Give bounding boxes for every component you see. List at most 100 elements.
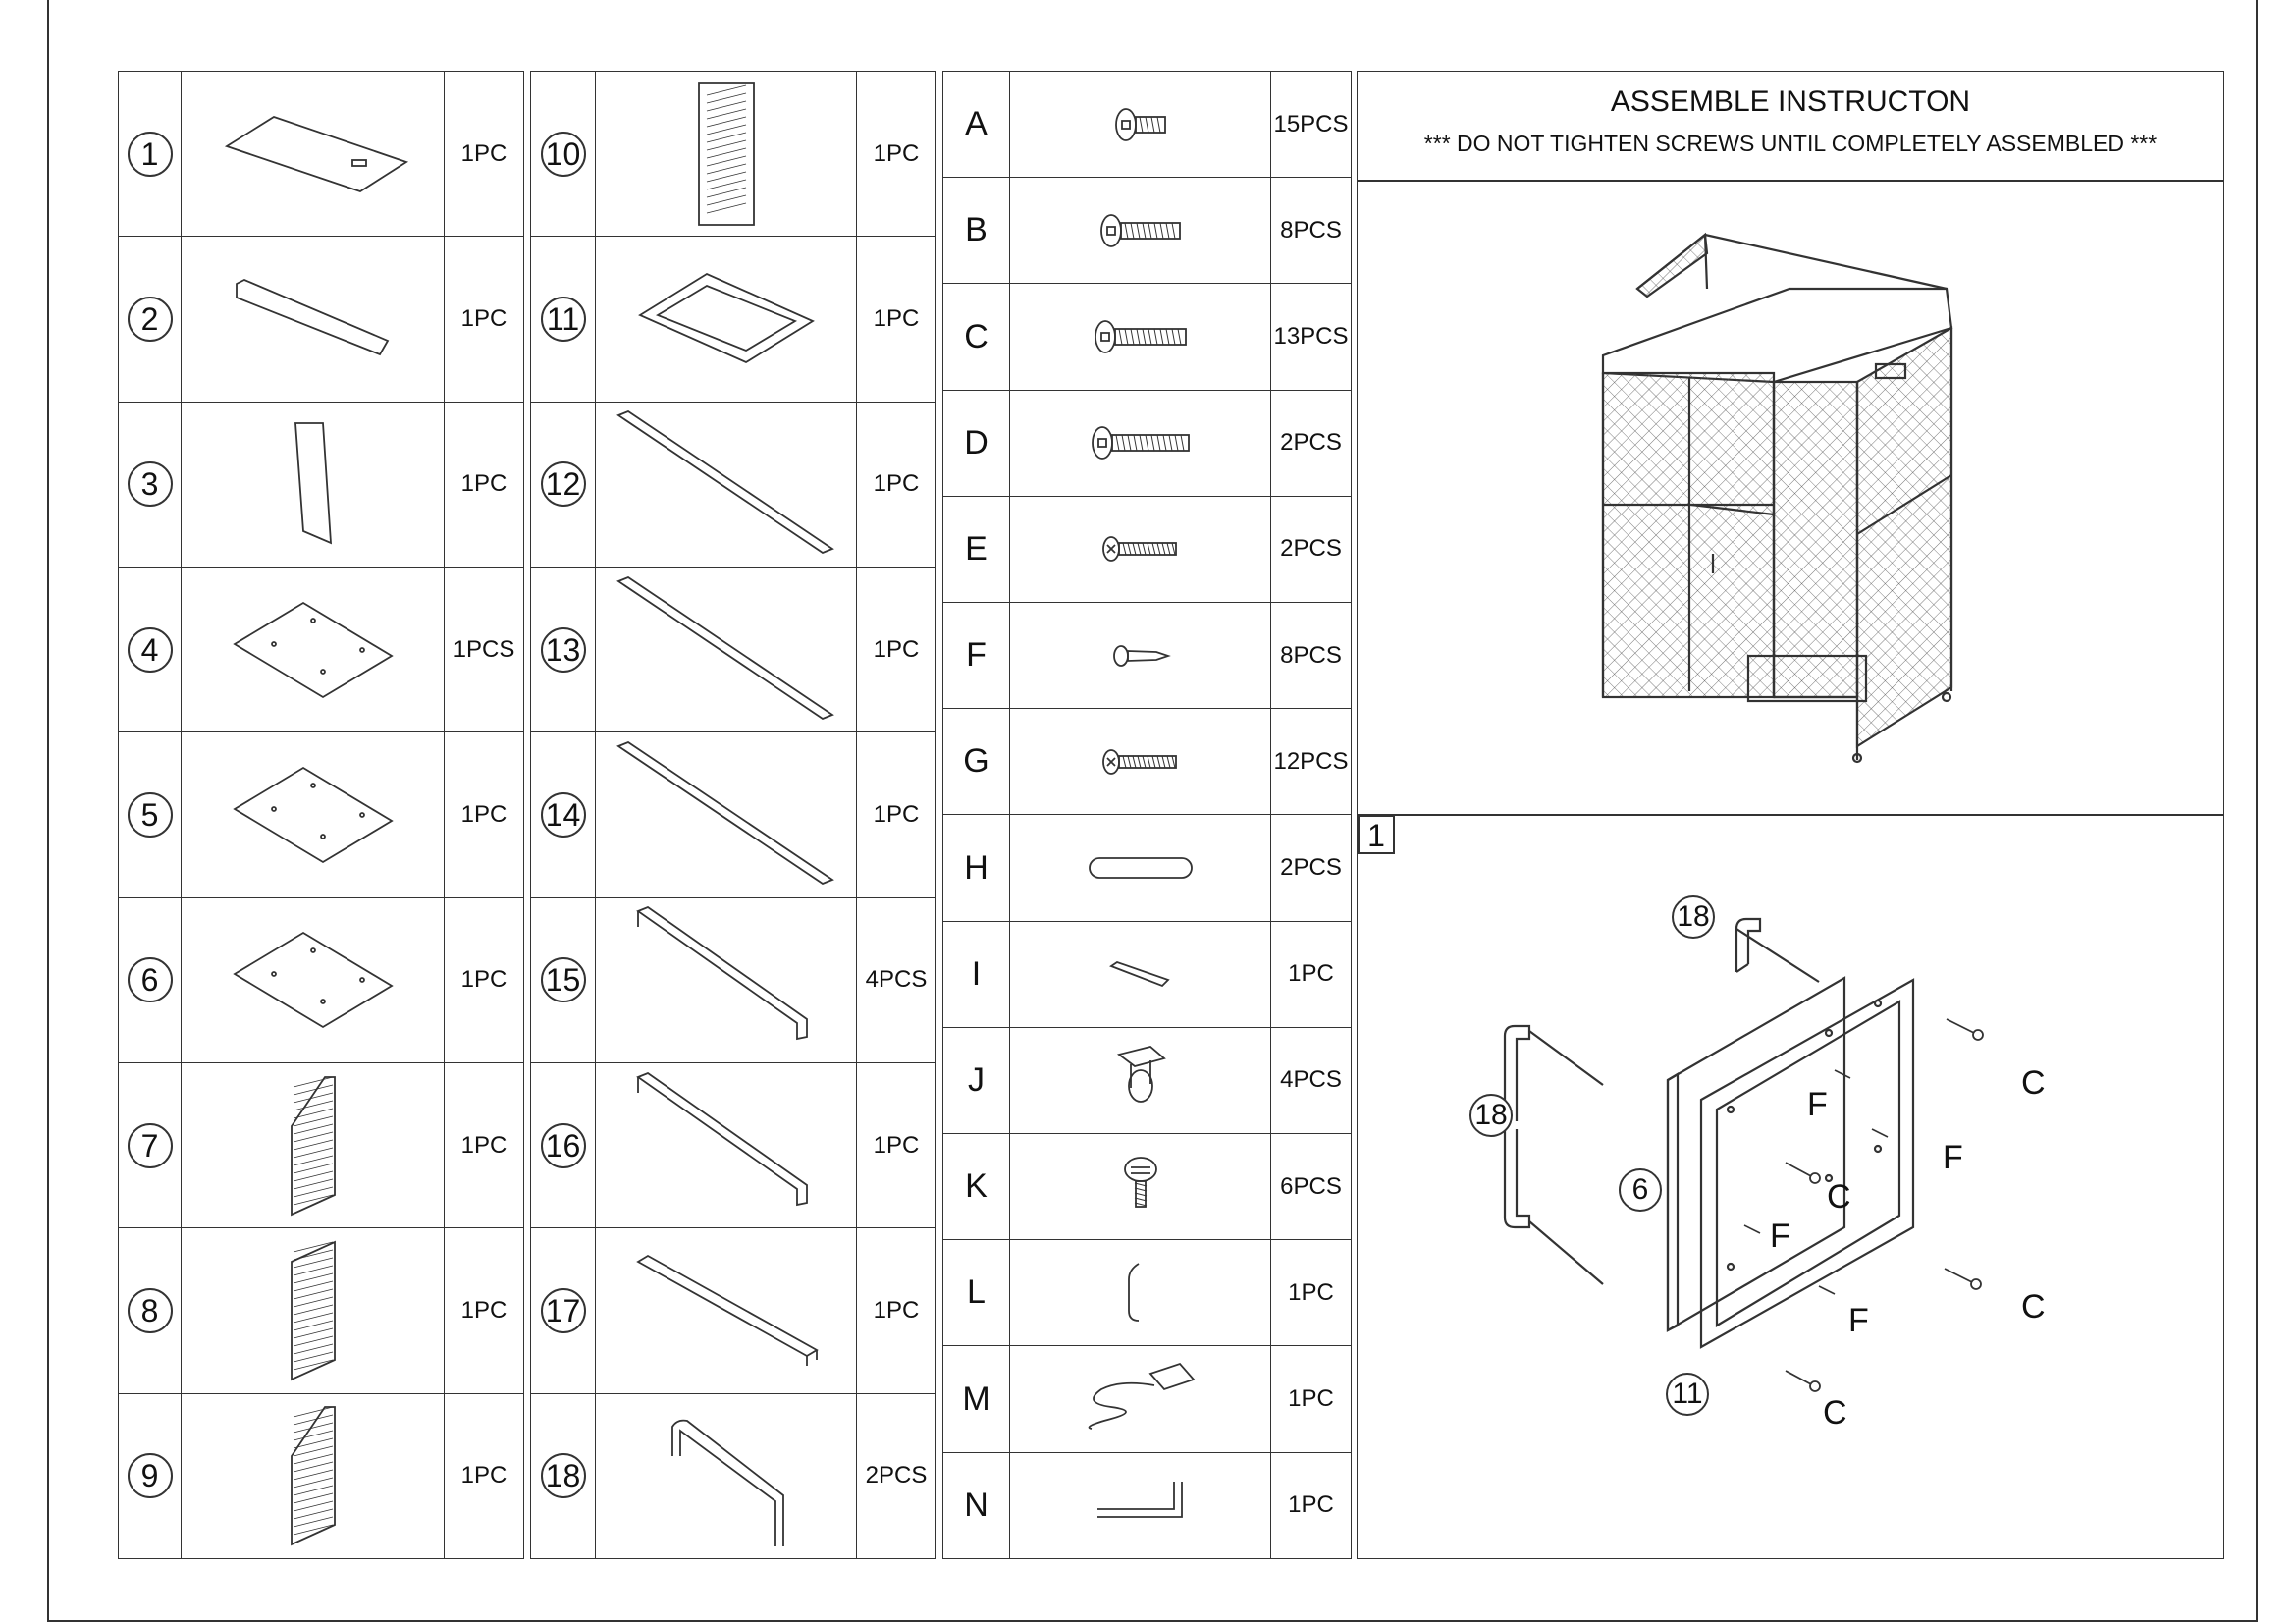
part-number-cell: 1 (118, 70, 182, 238)
label-panel: 6 (1619, 1168, 1662, 1212)
part-illustration (1009, 495, 1271, 604)
part-number-cell: 3 (118, 401, 182, 568)
part-illustration (1009, 1451, 1271, 1560)
part-illustration (1009, 1345, 1271, 1453)
part-illustration (181, 70, 445, 238)
part-illustration (1009, 177, 1271, 285)
part-row: 3 1PC (118, 401, 524, 568)
part-row: 12 1PC (530, 401, 936, 568)
part-quantity: 2PCS (1270, 389, 1352, 497)
shelf-board-icon (232, 932, 394, 1029)
part-quantity: 1PC (1270, 920, 1352, 1028)
strip-panel-icon (235, 278, 389, 356)
bolt-icon (1099, 213, 1181, 247)
part-quantity: 1PC (856, 566, 936, 733)
part-number: 16 (540, 1122, 586, 1168)
part-number-cell: 13 (530, 566, 596, 733)
part-illustration (181, 731, 445, 898)
hardware-row: F 8PCS (942, 602, 1352, 710)
dowel-icon (1088, 857, 1193, 879)
part-illustration (595, 401, 857, 568)
part-number-cell: 15 (530, 896, 596, 1063)
part-row: 16 1PC (530, 1061, 936, 1229)
bar-icon (615, 575, 834, 720)
part-number: 17 (540, 1287, 586, 1333)
bracket-bar-icon (635, 1071, 808, 1206)
part-illustration (1009, 814, 1271, 922)
part-number: 3 (127, 461, 173, 508)
frame-icon (637, 272, 815, 363)
page-frame (47, 0, 2258, 1622)
label-screw-c-3: C (2021, 1288, 2046, 1326)
part-number-cell: 2 (118, 236, 182, 403)
mesh-side-panel-icon (290, 1075, 336, 1217)
part-row: 13 1PC (530, 566, 936, 733)
label-screw-f-2: F (1943, 1139, 1963, 1176)
part-quantity: 2PCS (856, 1392, 936, 1560)
label-screw-c-1: C (2021, 1064, 2046, 1102)
flat-head-bolt-icon (1091, 426, 1190, 460)
label-screw-f-4: F (1848, 1302, 1869, 1339)
part-quantity: 2PCS (1270, 814, 1352, 922)
power-strip-icon (1088, 1362, 1196, 1430)
part-quantity: 1PC (1270, 1239, 1352, 1347)
part-illustration (181, 236, 445, 403)
part-number: 10 (540, 131, 586, 177)
hardware-letter: H (942, 814, 1010, 922)
label-screw-c-4: C (1823, 1394, 1847, 1432)
part-quantity: 4PCS (856, 896, 936, 1063)
part-number: 9 (127, 1453, 173, 1499)
part-row: 7 1PC (118, 1061, 524, 1229)
part-quantity: 8PCS (1270, 602, 1352, 710)
part-number-cell: 17 (530, 1227, 596, 1394)
part-quantity: 1PC (856, 401, 936, 568)
part-illustration (595, 1227, 857, 1394)
part-number: 8 (127, 1287, 173, 1333)
part-quantity: 1PC (856, 731, 936, 898)
part-quantity: 1PC (444, 1061, 524, 1229)
part-number-cell: 7 (118, 1061, 182, 1229)
part-illustration (595, 236, 857, 403)
part-number: 4 (127, 626, 173, 673)
label-handle-left: 18 (1469, 1094, 1513, 1137)
part-number: 12 (540, 461, 586, 508)
part-quantity: 8PCS (1270, 177, 1352, 285)
part-quantity: 1PC (444, 401, 524, 568)
part-quantity: 1PC (444, 896, 524, 1063)
caster-wheel-icon (1116, 1046, 1166, 1104)
hardware-letter: F (942, 602, 1010, 710)
part-illustration (1009, 389, 1271, 497)
part-number-cell: 18 (530, 1392, 596, 1560)
part-quantity: 1PC (1270, 1345, 1352, 1453)
part-illustration (595, 731, 857, 898)
part-number: 15 (540, 957, 586, 1003)
hardware-letter: G (942, 708, 1010, 816)
allen-key-icon (1096, 1482, 1183, 1519)
part-number-cell: 12 (530, 401, 596, 568)
part-quantity: 1PC (444, 731, 524, 898)
part-quantity: 1PC (856, 1061, 936, 1229)
part-row: 15 4PCS (530, 896, 936, 1063)
bar-icon (615, 740, 834, 885)
phillips-screw-icon (1101, 536, 1177, 563)
part-quantity: 1PC (856, 1227, 936, 1394)
part-number: 2 (127, 296, 173, 342)
part-illustration (1009, 1026, 1271, 1135)
part-quantity: 13PCS (1270, 283, 1352, 391)
part-illustration (1009, 1239, 1271, 1347)
label-screw-f-3: F (1770, 1218, 1790, 1255)
part-number-cell: 16 (530, 1061, 596, 1229)
part-illustration (595, 1061, 857, 1229)
part-illustration (181, 896, 445, 1063)
hardware-letter: B (942, 177, 1010, 285)
